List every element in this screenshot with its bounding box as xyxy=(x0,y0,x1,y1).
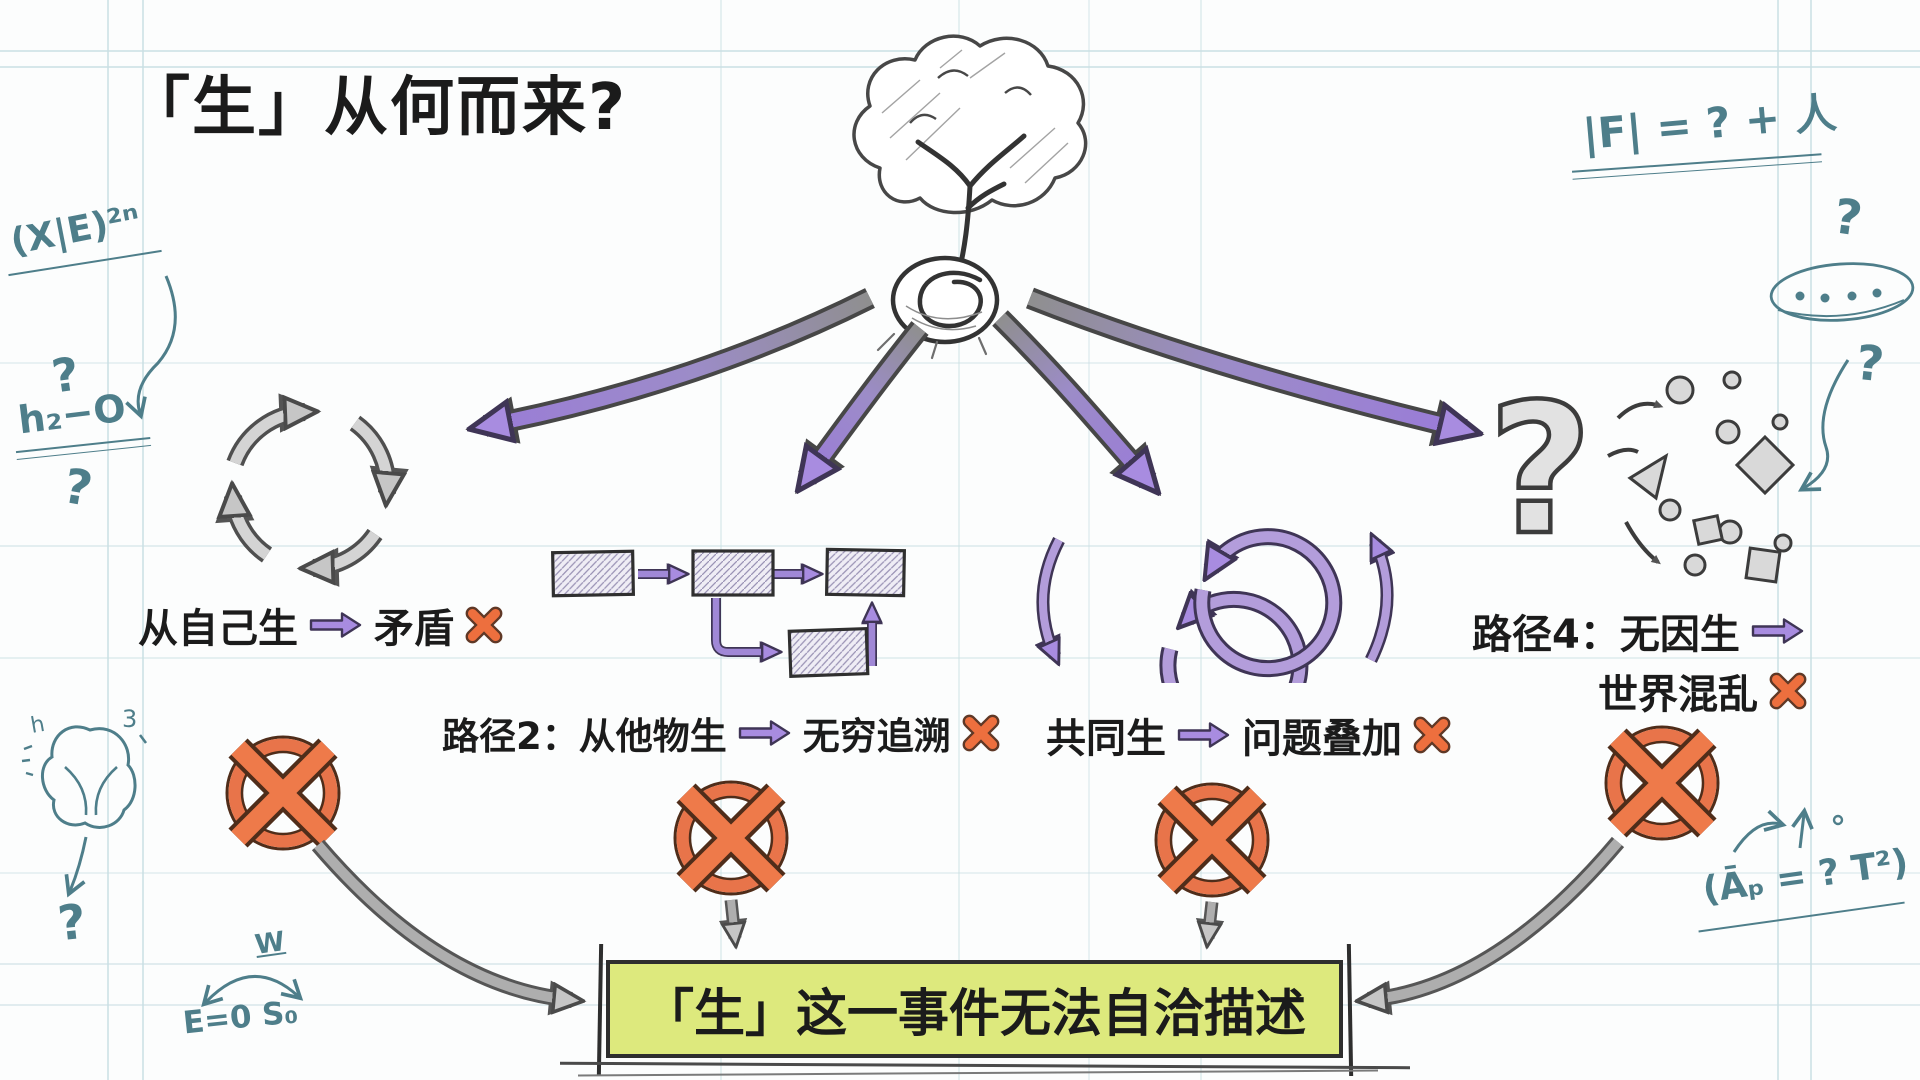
page-title: 「生」从何而来? xyxy=(126,71,628,145)
cross-icon xyxy=(1769,672,1807,710)
doodle-formula-left-2: h₂−O xyxy=(15,385,129,443)
chaos-question-icon: ? xyxy=(1486,364,1796,584)
path-3-row: 共同生 问题叠加 xyxy=(1046,706,1452,764)
arrow-right-icon xyxy=(309,612,362,638)
doodle-question-right-1: ? xyxy=(1830,188,1866,248)
cross-icon xyxy=(465,606,503,644)
arrow-right-icon xyxy=(1177,722,1230,748)
grid-line xyxy=(0,872,1920,874)
grid-line xyxy=(958,0,960,1080)
doodle-e0: E=0 xyxy=(181,998,254,1042)
cross-icon xyxy=(1413,716,1451,754)
grid-line xyxy=(0,657,1920,659)
grid-line xyxy=(0,545,1920,547)
cross-icon xyxy=(962,714,1000,752)
doodle-dots-ellipse xyxy=(1769,262,1915,322)
path-2-row: 路径2：从他物生 无穷追溯 xyxy=(442,706,1001,760)
path-2-cause: 路径2：从他物生 xyxy=(442,715,727,758)
grid-line xyxy=(107,0,109,1080)
svg-text:?: ? xyxy=(1488,366,1592,575)
grid-line xyxy=(1200,0,1202,1080)
conclusion-underline xyxy=(559,1061,1411,1070)
tree-sprout-sketch xyxy=(852,34,1088,360)
cycle-icon xyxy=(215,393,409,587)
doodle-curve-arrow-left xyxy=(125,275,177,420)
grid-line xyxy=(720,0,722,1080)
conclusion-box: 「生」这一事件无法自洽描述 xyxy=(606,960,1343,1058)
path-4-row-line1: 路径4：无因生 xyxy=(1472,602,1806,660)
doodle-curve-arrow-right xyxy=(1797,359,1850,492)
path-1-result: 矛盾 xyxy=(374,606,454,652)
conclusion-text: 「生」这一事件无法自洽描述 xyxy=(642,985,1306,1044)
brain-mark-right: 3 xyxy=(122,705,137,733)
mutual-arising-loop-icon xyxy=(1035,528,1395,683)
path-1-cause: 从自己生 xyxy=(138,606,298,652)
flowchart-icon xyxy=(551,547,907,678)
doodle-s0: S₀ xyxy=(260,994,300,1034)
path-3-cause: 共同生 xyxy=(1046,716,1166,762)
doodle-formula-left-1: (X|E)²ⁿ xyxy=(7,197,144,264)
doodle-question-left-2: ? xyxy=(59,458,97,518)
grid-line xyxy=(0,362,1920,364)
doodle-arch-arrow xyxy=(201,974,304,1008)
path-4-row-line2: 世界混乱 xyxy=(1598,662,1808,720)
grid-line xyxy=(1810,0,1812,1080)
converging-arrows xyxy=(311,836,1625,1016)
rejected-badge xyxy=(673,780,789,896)
doodle-formula-top-right: |F| = ? + 人 xyxy=(1580,87,1839,159)
path-4-cause: 路径4：无因生 xyxy=(1472,612,1740,658)
grid-line xyxy=(1088,0,1090,1080)
path-4-result: 世界混乱 xyxy=(1598,672,1758,718)
rejected-badge xyxy=(1154,782,1270,898)
conclusion-underline xyxy=(578,1069,1378,1077)
grid-line xyxy=(142,0,144,1080)
branch-arrows xyxy=(380,287,1560,528)
brain-doodle: h 3 xyxy=(21,705,148,898)
rejected-badge xyxy=(225,735,341,851)
doodle-brain-question: ? xyxy=(55,893,89,953)
arrow-right-icon xyxy=(738,720,790,746)
brain-mark-left: h xyxy=(29,712,47,739)
path-2-result: 无穷追溯 xyxy=(802,715,951,758)
doodle-scribble-arrows-bottom-right xyxy=(1732,807,1844,853)
path-3-result: 问题叠加 xyxy=(1242,716,1402,762)
arrow-right-icon xyxy=(1751,618,1804,644)
doodle-w-label: W xyxy=(252,926,287,961)
path-1-row: 从自己生 矛盾 xyxy=(138,596,504,654)
rejected-badge xyxy=(1604,725,1720,841)
